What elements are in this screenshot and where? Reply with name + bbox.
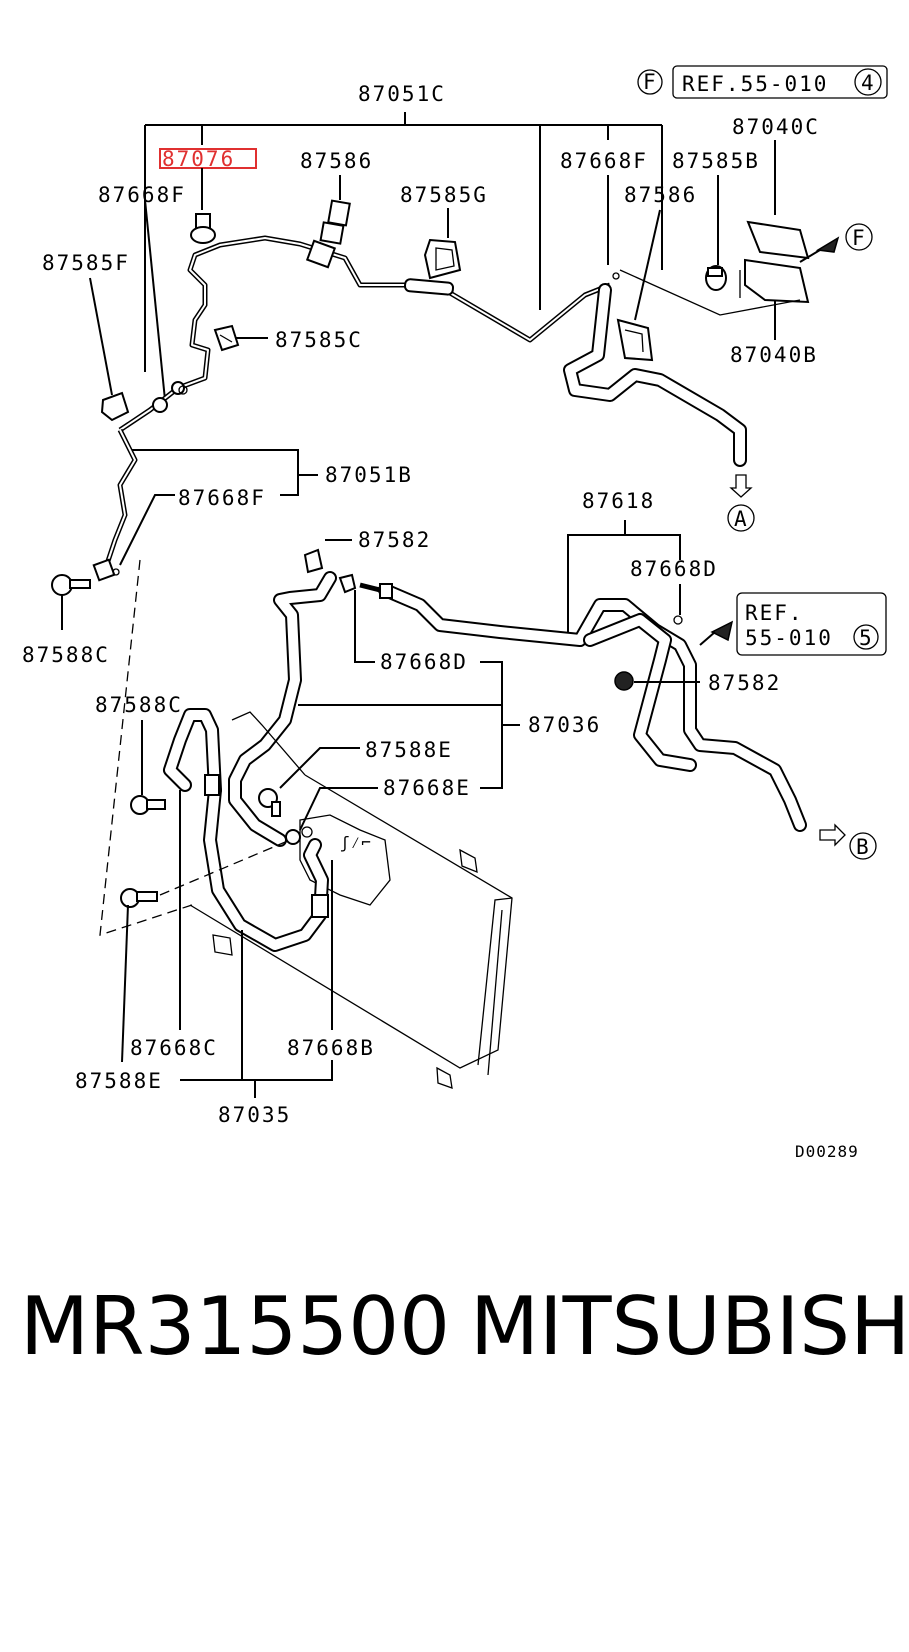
clip-87585b bbox=[705, 265, 727, 291]
label-87668c[interactable]: 87668C bbox=[130, 1036, 218, 1060]
label-87585g[interactable]: 87585G bbox=[400, 183, 488, 207]
bolt-87588c-mid bbox=[130, 795, 166, 815]
label-87588c-top[interactable]: 87588C bbox=[22, 643, 110, 667]
label-87582-top[interactable]: 87582 bbox=[358, 528, 431, 552]
tube-87051c bbox=[118, 235, 611, 433]
label-87585c[interactable]: 87585C bbox=[275, 328, 363, 352]
label-87618[interactable]: 87618 bbox=[582, 489, 655, 513]
label-87582-right[interactable]: 87582 bbox=[708, 671, 781, 695]
parts-diagram: 87051C 87076 87586 87668F 87585G 87668F … bbox=[22, 65, 888, 1161]
label-87051c[interactable]: 87051C bbox=[358, 82, 446, 106]
ref-top-text: REF.55-010 bbox=[682, 72, 828, 96]
clip-87585g bbox=[423, 238, 462, 280]
arrow-b-letter: B bbox=[856, 835, 871, 859]
label-87076[interactable]: 87076 bbox=[162, 147, 235, 171]
arrow-f-circle bbox=[845, 223, 873, 251]
label-87586-top[interactable]: 87586 bbox=[300, 149, 373, 173]
clip-87585c bbox=[213, 324, 240, 352]
label-87036[interactable]: 87036 bbox=[528, 713, 601, 737]
svg-text:ʃ⁄⌐: ʃ⁄⌐ bbox=[340, 833, 372, 852]
arrow-ref5-icon bbox=[710, 620, 734, 642]
clip-87582-right bbox=[614, 671, 634, 691]
ref2-line1: REF. bbox=[745, 601, 804, 625]
highlight-box-87076 bbox=[159, 148, 257, 169]
hose-87036 bbox=[228, 571, 357, 847]
ref2-line2: 55-010 bbox=[745, 626, 833, 650]
bracket-87040 bbox=[619, 220, 840, 316]
bolt-87588e-bottom bbox=[120, 888, 158, 908]
label-87668e[interactable]: 87668E bbox=[383, 776, 471, 800]
label-87585b[interactable]: 87585B bbox=[672, 149, 760, 173]
arrow-b-icon bbox=[819, 823, 846, 847]
ref-top-num: 4 bbox=[861, 71, 876, 95]
clip-87585f bbox=[100, 391, 130, 422]
arrow-a-icon bbox=[729, 474, 753, 498]
label-87035[interactable]: 87035 bbox=[218, 1103, 291, 1127]
pipe-87035 bbox=[163, 708, 329, 952]
label-87585f[interactable]: 87585F bbox=[42, 251, 130, 275]
hose-87618 bbox=[359, 582, 807, 832]
label-87668d-mid[interactable]: 87668D bbox=[380, 650, 468, 674]
ref-top-letter: F bbox=[643, 70, 658, 94]
caption-brand: MITSUBISHI bbox=[470, 1280, 909, 1373]
label-87668f-mid[interactable]: 87668F bbox=[178, 486, 266, 510]
caption-part-number: MR315500 bbox=[20, 1280, 450, 1373]
label-87668f-left[interactable]: 87668F bbox=[98, 183, 186, 207]
label-87051b[interactable]: 87051B bbox=[325, 463, 413, 487]
diagram-code: D00289 bbox=[795, 1142, 859, 1161]
arrow-a-letter: A bbox=[734, 507, 749, 531]
ref2-num: 5 bbox=[859, 626, 874, 650]
clip-87076 bbox=[190, 213, 216, 244]
label-87040b[interactable]: 87040B bbox=[730, 343, 818, 367]
arrow-f-letter: F bbox=[852, 226, 867, 250]
clip-87586-top bbox=[319, 199, 351, 245]
bolt-87588c-top bbox=[51, 574, 91, 596]
bolt-87588e-mid bbox=[258, 788, 281, 817]
label-87040c[interactable]: 87040C bbox=[732, 115, 820, 139]
label-87588c-mid[interactable]: 87588C bbox=[95, 693, 183, 717]
bracket-87051c bbox=[144, 112, 663, 372]
caption: MR315500 MITSUBISHI bbox=[0, 1262, 909, 1392]
ref-55-010-5[interactable]: REF. 55-010 5 bbox=[736, 592, 887, 656]
label-87588e-bottom[interactable]: 87588E bbox=[75, 1069, 163, 1093]
hose-right-top bbox=[563, 272, 747, 467]
label-87668d-right[interactable]: 87668D bbox=[630, 557, 718, 581]
label-87588e-mid[interactable]: 87588E bbox=[365, 738, 453, 762]
label-87668b[interactable]: 87668B bbox=[287, 1036, 375, 1060]
label-87668f-right[interactable]: 87668F bbox=[560, 149, 648, 173]
label-87586-right[interactable]: 87586 bbox=[624, 183, 697, 207]
clip-87582-top bbox=[303, 548, 324, 574]
tube-87051b bbox=[92, 428, 138, 582]
ref-55-010-4[interactable]: F REF.55-010 4 bbox=[637, 65, 888, 99]
condenser: ʃ⁄⌐ bbox=[189, 711, 513, 1089]
